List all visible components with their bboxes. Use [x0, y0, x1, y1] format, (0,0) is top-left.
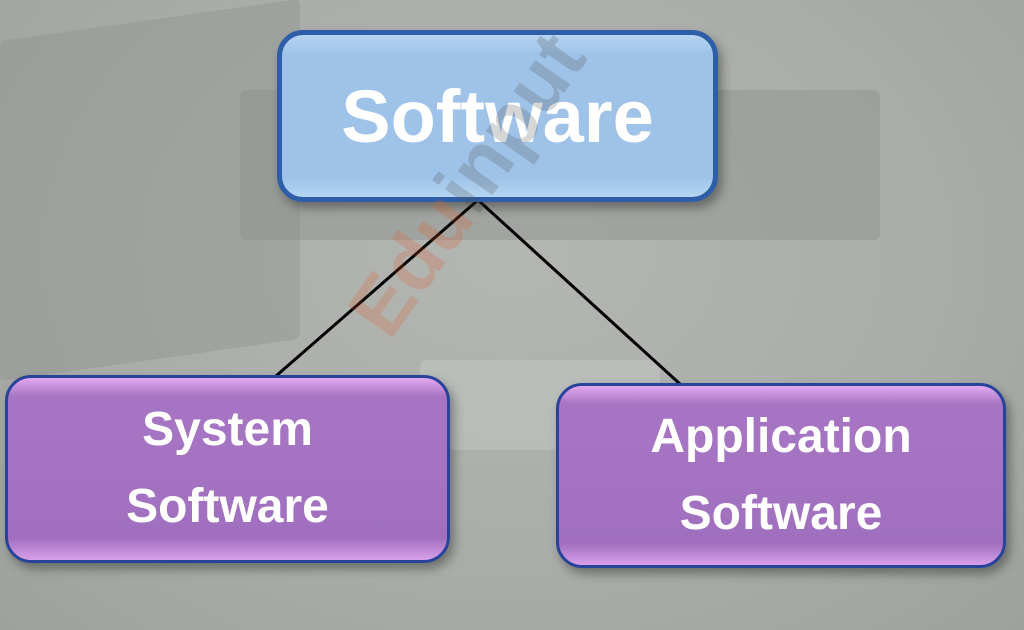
node-software-label: Software [341, 74, 654, 158]
connector-system [275, 198, 479, 378]
node-system-software: System Software [5, 375, 450, 563]
node-software: Software [277, 30, 718, 202]
node-label-line: Software [126, 480, 329, 533]
node-label-line: System [142, 403, 313, 457]
connector-application [476, 198, 682, 386]
node-label-line: Software [679, 486, 883, 540]
node-label-line: Application [650, 409, 912, 463]
node-application-software: Application Software [556, 383, 1006, 568]
